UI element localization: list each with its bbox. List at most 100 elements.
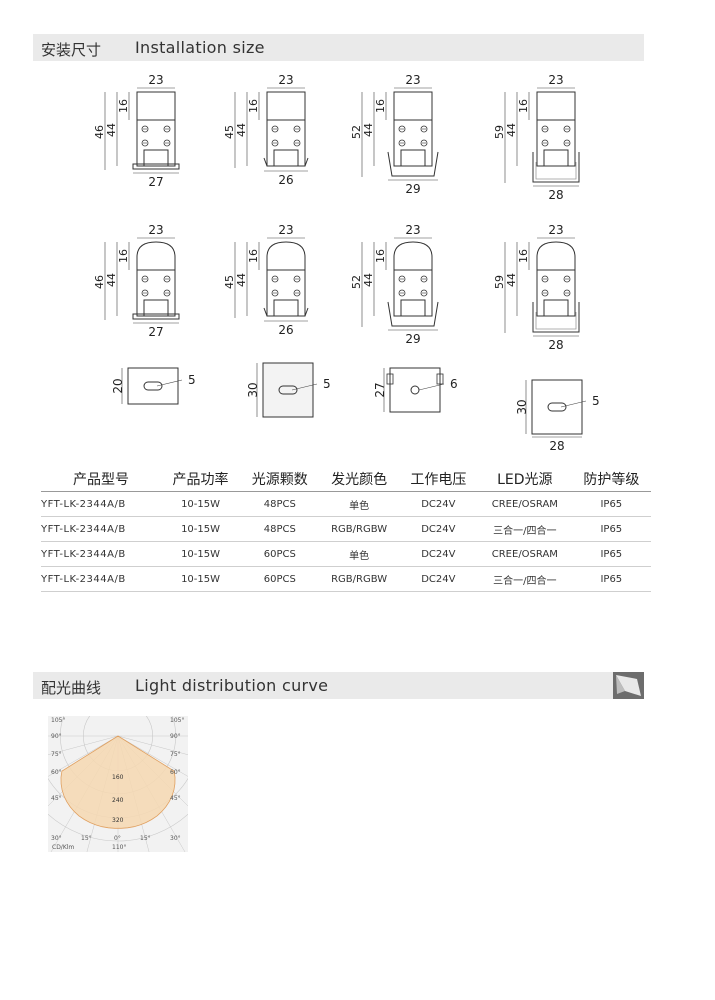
cell-voltage: DC24V (398, 491, 478, 517)
dim-body-label: 44 (105, 273, 118, 287)
fixture-body (393, 119, 433, 167)
dim-total-label: 59 (493, 275, 506, 289)
angle-label-right: 60° (170, 769, 181, 776)
polar-labels: 105°105°90°90°75°75°60°60°45°45°30°30°15… (51, 717, 184, 851)
installation-drawings: 2327164446232616444523291644522328164459… (93, 73, 600, 453)
screw-icon (541, 275, 549, 283)
installation-title-cn: 安装尺寸 (41, 41, 102, 59)
cell-protection: IP65 (571, 516, 651, 542)
light-title-en: Light distribution curve (135, 676, 329, 695)
fixture-base (263, 307, 309, 317)
table-row: YFT-LK-2344A/B 10-15W 48PCS RGB/RGBW DC2… (41, 516, 651, 542)
angle-label-right: 45° (170, 795, 181, 802)
angle-label-left: 75° (51, 751, 62, 758)
fixture-cap (393, 241, 433, 271)
cell-led-count: 48PCS (240, 516, 320, 542)
header-model: 产品型号 (41, 467, 161, 492)
cell-color: RGB/RGBW (319, 566, 399, 592)
header-color: 发光颜色 (319, 467, 399, 492)
clip-drawing: 5 20 (111, 367, 196, 405)
clip-drawing: 6 27 (373, 367, 458, 413)
angle-label-right: 75° (170, 751, 181, 758)
fixture-base (263, 157, 309, 167)
dim-width-label: 23 (405, 223, 420, 237)
angle-label-left: 105° (51, 717, 65, 724)
fixture-bracket (143, 299, 169, 316)
spec-table: 产品型号 产品功率 光源颗数 发光颜色 工作电压 LED光源 防护等级 YFT-… (41, 467, 651, 592)
angle-label-left: 30° (51, 835, 62, 842)
hole-size-label: 6 (450, 377, 458, 391)
clip-height-label: 27 (373, 382, 387, 397)
fixture-bracket (543, 149, 569, 166)
installation-title-en: Installation size (135, 38, 265, 57)
screw-icon (271, 275, 279, 283)
clip-height-label: 30 (515, 399, 529, 414)
slot-hole-icon (547, 402, 567, 412)
screw-icon (141, 125, 149, 133)
table-row: YFT-LK-2344A/B 10-15W 48PCS 单色 DC24V CRE… (41, 491, 651, 517)
header-led-source: LED光源 (478, 467, 572, 492)
cell-color: 单色 (319, 541, 399, 567)
light-distribution-diagram: 105°105°90°90°75°75°60°60°45°45°30°30°15… (48, 716, 188, 852)
fixture-base (132, 163, 180, 170)
dim-width-label: 23 (148, 223, 163, 237)
fixture-cap (136, 241, 176, 271)
hole-size-label: 5 (188, 373, 196, 387)
dim-width-label: 23 (148, 73, 163, 87)
fixture-cap (266, 91, 306, 121)
cell-led-source: 三合一/四合一 (478, 566, 572, 592)
radial-label: 160 (112, 774, 124, 781)
screw-icon (398, 125, 406, 133)
screw-icon (563, 275, 571, 283)
fixture-bracket (400, 149, 426, 166)
screw-icon (163, 275, 171, 283)
dim-body-label: 44 (235, 123, 248, 137)
table-row: YFT-LK-2344A/B 10-15W 60PCS RGB/RGBW DC2… (41, 566, 651, 592)
fixture-base (532, 302, 580, 333)
dim-body-label: 44 (505, 123, 518, 137)
cell-model: YFT-LK-2344A/B (41, 516, 161, 542)
dim-base-label: 28 (548, 338, 563, 352)
dim-body-label: 44 (362, 273, 375, 287)
clip-plate (531, 379, 583, 435)
screw-icon (163, 139, 171, 147)
dim-top-label: 16 (517, 99, 530, 113)
fixture-cap (136, 91, 176, 121)
cell-led-count: 48PCS (240, 491, 320, 517)
installation-header: 安装尺寸 Installation size (33, 34, 644, 61)
fixture-bracket (273, 299, 299, 316)
dim-width-label: 23 (548, 73, 563, 87)
fixture-body (536, 269, 576, 317)
radial-label: 320 (112, 817, 124, 824)
screw-icon (563, 139, 571, 147)
screw-icon (293, 289, 301, 297)
dim-top-label: 16 (247, 249, 260, 263)
screw-icon (141, 139, 149, 147)
clip-height-label: 20 (111, 378, 125, 393)
cell-power: 10-15W (160, 541, 241, 567)
angle-label-left: 90° (51, 733, 62, 740)
fixture-cap (536, 241, 576, 271)
beam-angle-label: 110° (112, 844, 126, 851)
screw-icon (420, 275, 428, 283)
screw-icon (163, 125, 171, 133)
screw-icon (141, 275, 149, 283)
cell-led-source: CREE/OSRAM (478, 541, 572, 567)
cell-led-source: 三合一/四合一 (478, 516, 572, 542)
angle-label-bottom-center: 0° (114, 835, 121, 842)
fixture-base (387, 301, 439, 327)
cell-model: YFT-LK-2344A/B (41, 491, 161, 517)
screw-icon (271, 139, 279, 147)
cell-voltage: DC24V (398, 566, 478, 592)
screw-icon (398, 289, 406, 297)
fixture-bracket (273, 149, 299, 166)
angle-label-left: 60° (51, 769, 62, 776)
cell-led-count: 60PCS (240, 541, 320, 567)
